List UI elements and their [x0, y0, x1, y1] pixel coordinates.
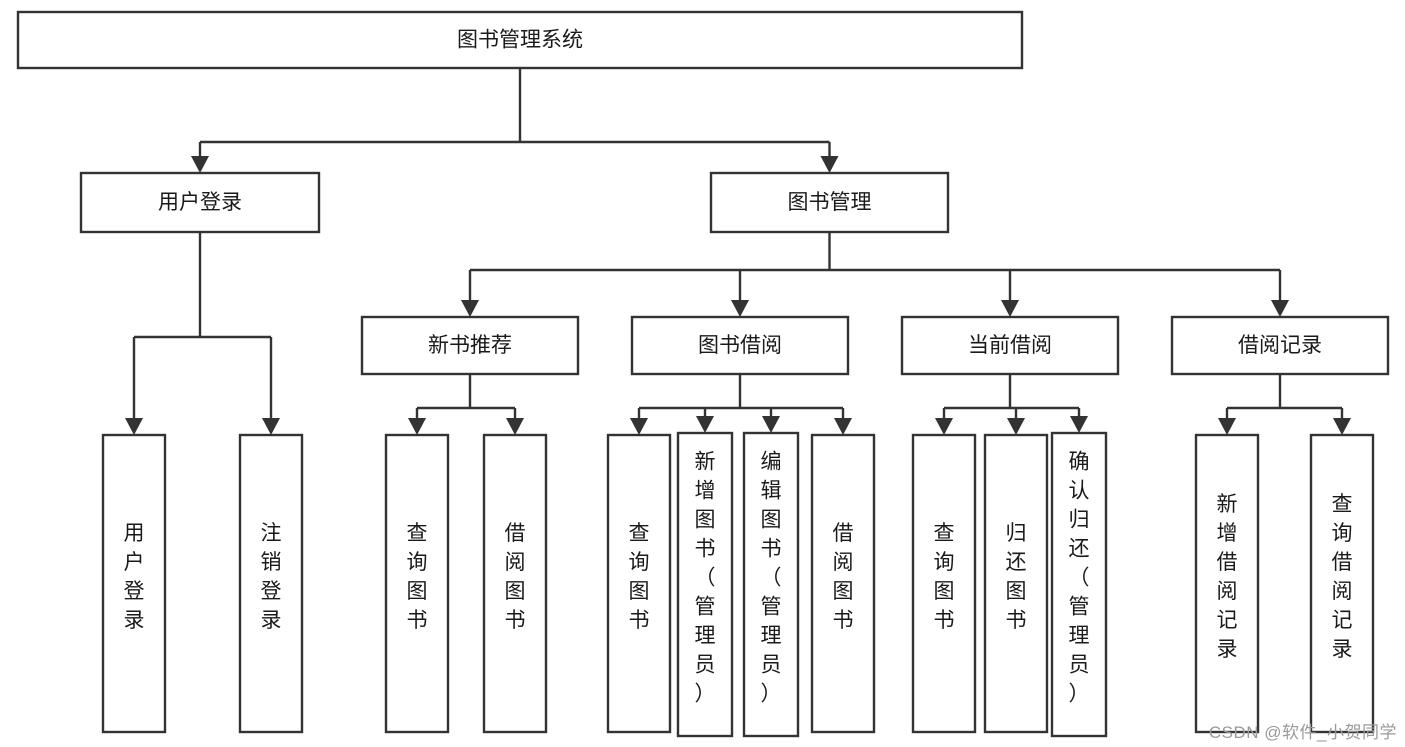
node-label-leaf-query-book-2: 查询图书: [629, 522, 650, 632]
node-box-leaf-add-record: [1194, 433, 1260, 734]
arrow-down-icon-userlogin-0: [125, 418, 143, 435]
node-new-book-recommend[interactable]: 新书推荐: [360, 315, 580, 376]
arrow-down-icon-bookborrow-3: [834, 418, 852, 435]
node-label-leaf-add-record: 新增借阅记录: [1217, 493, 1238, 661]
arrow-down-icon-bookborrow-2: [762, 416, 780, 433]
node-box-user-login: [79, 171, 321, 234]
node-leaf-query-book-3[interactable]: 查询图书: [911, 433, 977, 734]
node-label-leaf-borrow-book-2: 借阅图书: [833, 522, 854, 632]
arrow-down-icon-borrowrecord-1: [1333, 418, 1351, 435]
node-box-leaf-return-book: [983, 433, 1049, 734]
arrow-down-icon-bookborrow-0: [630, 418, 648, 435]
node-user-login[interactable]: 用户登录: [79, 171, 321, 234]
arrow-down-icon-level2-0: [191, 156, 209, 173]
node-box-root: [16, 10, 1024, 70]
connector-layer: [125, 68, 1351, 435]
node-label-current-borrow: 当前借阅: [968, 334, 1052, 357]
node-current-borrow[interactable]: 当前借阅: [900, 315, 1120, 376]
node-book-borrow[interactable]: 图书借阅: [630, 315, 850, 376]
arrow-down-icon-level3-0: [461, 300, 479, 317]
arrow-down-icon-newbook-1: [506, 418, 524, 435]
node-box-book-borrow: [630, 315, 850, 376]
node-label-leaf-borrow-book-1: 借阅图书: [505, 522, 526, 632]
node-label-leaf-query-record: 查询借阅记录: [1332, 493, 1353, 661]
arrow-down-icon-currentborrow-0: [935, 418, 953, 435]
node-leaf-query-book-2[interactable]: 查询图书: [606, 433, 672, 734]
node-label-leaf-query-book-3: 查询图书: [934, 522, 955, 632]
node-book-manage[interactable]: 图书管理: [709, 171, 950, 234]
node-box-book-manage: [709, 171, 950, 234]
watermark-text: CSDN @软件_小贺同学: [1208, 723, 1397, 742]
arrow-down-icon-bookborrow-1: [696, 416, 714, 433]
node-box-leaf-query-book-1: [384, 433, 450, 734]
arrow-down-icon-level2-1: [820, 156, 839, 173]
node-box-leaf-borrow-book-1: [482, 433, 548, 734]
node-label-leaf-user-login: 用户登录: [124, 522, 145, 632]
node-box-leaf-confirm-return: [1050, 431, 1108, 738]
node-root[interactable]: 图书管理系统: [16, 10, 1024, 70]
node-layer: 用户登录图书管理新书推荐图书借阅当前借阅借阅记录图书管理系统用户登录注销登录查询…: [16, 10, 1390, 738]
arrow-down-icon-level3-3: [1271, 300, 1289, 317]
node-label-root: 图书管理系统: [457, 29, 583, 52]
node-label-leaf-return-book: 归还图书: [1006, 522, 1027, 632]
arrow-down-icon-level3-2: [1001, 300, 1019, 317]
node-label-user-login: 用户登录: [158, 191, 242, 214]
node-leaf-confirm-return[interactable]: 确认归还（管理员）: [1050, 431, 1108, 738]
node-box-leaf-edit-book: [742, 431, 800, 738]
node-label-leaf-logout: 注销登录: [261, 522, 282, 632]
node-label-leaf-confirm-return: 确认归还（管理员）: [1069, 451, 1090, 706]
node-leaf-borrow-book-2[interactable]: 借阅图书: [810, 433, 876, 734]
node-leaf-user-login[interactable]: 用户登录: [101, 433, 167, 734]
node-leaf-borrow-book-1[interactable]: 借阅图书: [482, 433, 548, 734]
node-box-leaf-borrow-book-2: [810, 433, 876, 734]
node-leaf-add-record[interactable]: 新增借阅记录: [1194, 433, 1260, 734]
node-box-new-book-recommend: [360, 315, 580, 376]
node-label-borrow-record: 借阅记录: [1238, 334, 1322, 357]
arrow-down-icon-currentborrow-2: [1070, 416, 1088, 433]
node-leaf-add-book[interactable]: 新增图书（管理员）: [676, 431, 734, 738]
node-box-leaf-add-book: [676, 431, 734, 738]
node-box-leaf-logout: [238, 433, 304, 734]
node-leaf-logout[interactable]: 注销登录: [238, 433, 304, 734]
node-label-book-manage: 图书管理: [788, 191, 872, 214]
node-box-leaf-query-record: [1309, 433, 1375, 734]
node-box-current-borrow: [900, 315, 1120, 376]
arrow-down-icon-currentborrow-1: [1007, 418, 1025, 435]
node-box-leaf-query-book-3: [911, 433, 977, 734]
arrow-down-icon-level3-1: [731, 300, 749, 317]
node-box-leaf-query-book-2: [606, 433, 672, 734]
node-label-leaf-add-book: 新增图书（管理员）: [695, 451, 716, 706]
node-leaf-query-record[interactable]: 查询借阅记录: [1309, 433, 1375, 734]
node-label-book-borrow: 图书借阅: [698, 334, 782, 357]
node-box-leaf-user-login: [101, 433, 167, 734]
node-label-leaf-edit-book: 编辑图书（管理员）: [761, 451, 782, 706]
arrow-down-icon-borrowrecord-0: [1218, 418, 1236, 435]
node-label-leaf-query-book-1: 查询图书: [407, 522, 428, 632]
arrow-down-icon-newbook-0: [408, 418, 426, 435]
node-borrow-record[interactable]: 借阅记录: [1170, 315, 1390, 376]
node-box-borrow-record: [1170, 315, 1390, 376]
arrow-down-icon-userlogin-1: [262, 418, 280, 435]
node-leaf-edit-book[interactable]: 编辑图书（管理员）: [742, 431, 800, 738]
node-leaf-query-book-1[interactable]: 查询图书: [384, 433, 450, 734]
node-label-new-book-recommend: 新书推荐: [428, 334, 512, 357]
node-leaf-return-book[interactable]: 归还图书: [983, 433, 1049, 734]
